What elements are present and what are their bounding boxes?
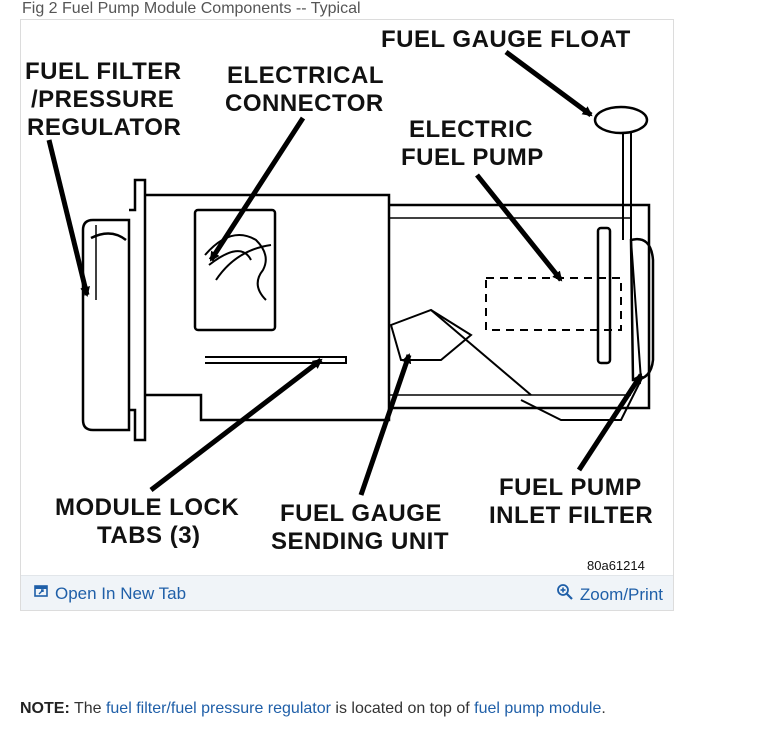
label-inlet-filter-1: FUEL PUMP [499,474,642,501]
label-fuel-filter-1: FUEL FILTER [25,58,182,85]
label-electrical-1: ELECTRICAL [227,62,384,89]
note-paragraph: NOTE: The fuel filter/fuel pressure regu… [20,700,606,718]
figure-caption: Fig 2 Fuel Pump Module Components -- Typ… [22,0,361,17]
pointer-arrows [46,49,644,496]
note-prefix: NOTE: [20,700,70,717]
label-sending-unit-1: FUEL GAUGE [280,500,442,527]
label-electric-pump-2: FUEL PUMP [401,144,544,171]
note-text-3: . [601,700,606,717]
magnifier-plus-icon [556,583,574,606]
zoom-print-link[interactable]: Zoom/Print [556,583,663,606]
figure-container: FUEL FILTER /PRESSURE REGULATOR ELECTRIC… [20,19,674,611]
figure-footer: Open In New Tab Zoom/Print [21,575,673,610]
label-inlet-filter-2: INLET FILTER [489,502,653,529]
open-in-new-tab-label: Open In New Tab [55,583,187,603]
open-in-new-tab-icon [33,583,49,604]
label-module-lock-2: TABS (3) [97,522,201,549]
note-text-1: The [69,700,106,717]
label-electrical-2: CONNECTOR [225,90,384,117]
fuel-pump-module-link[interactable]: fuel pump module [474,700,602,717]
note-text-2: is located on top of [330,700,475,717]
label-sending-unit-2: SENDING UNIT [271,528,449,555]
figure-code: 80a61214 [587,558,645,573]
label-fuel-filter-3: REGULATOR [27,114,181,141]
fuel-pump-module-diagram: FUEL FILTER /PRESSURE REGULATOR ELECTRIC… [25,26,655,573]
label-fuel-gauge-float: FUEL GAUGE FLOAT [381,26,631,53]
label-module-lock-1: MODULE LOCK [55,494,239,521]
label-electric-pump-1: ELECTRIC [409,116,533,143]
zoom-print-label: Zoom/Print [579,584,663,604]
open-in-new-tab-link[interactable]: Open In New Tab [33,583,186,604]
fuel-filter-regulator-link[interactable]: fuel filter/fuel pressure regulator [105,700,331,717]
label-fuel-filter-2: /PRESSURE [31,86,174,113]
module-drawing [81,105,655,442]
